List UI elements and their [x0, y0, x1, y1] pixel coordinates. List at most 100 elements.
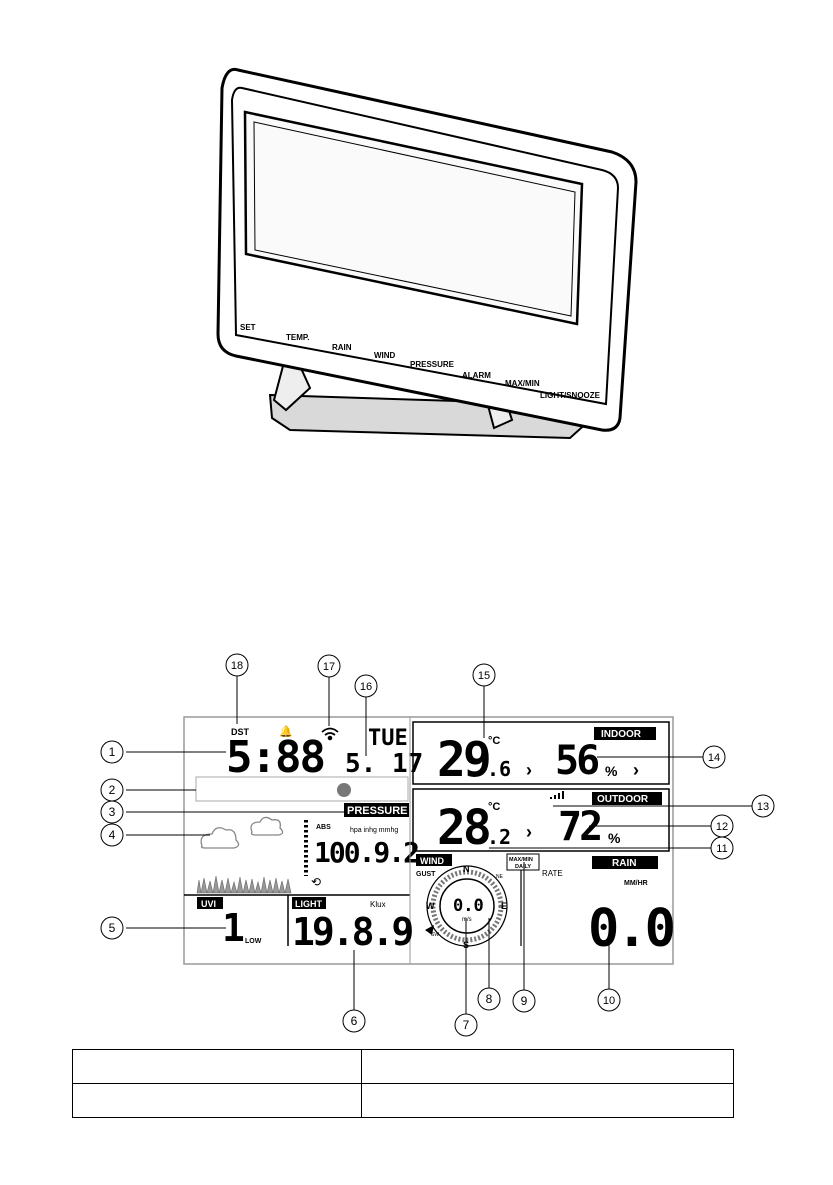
button-label-wind[interactable]: WIND: [374, 351, 396, 360]
table-cell: [361, 1083, 734, 1118]
leader-lines: [126, 676, 752, 1015]
table-row: [72, 1083, 734, 1118]
wifi-icon: [321, 727, 339, 741]
lcd-outline: [183, 716, 674, 965]
compass-west: W: [426, 901, 435, 911]
svg-text:8: 8: [486, 992, 493, 1006]
uvi-level: LOW: [245, 938, 262, 945]
outdoor-humidity-unit: %: [608, 830, 621, 846]
light-label: LIGHT: [295, 899, 322, 909]
station-illustration: SET TEMP. RAIN WIND PRESSURE ALARM MAX/M…: [100, 67, 775, 1037]
svg-text:18: 18: [231, 660, 243, 672]
callout-17: 17: [317, 654, 341, 678]
light-unit: Klux: [370, 900, 386, 909]
compass-east: E: [501, 901, 507, 911]
button-label-temp[interactable]: TEMP.: [286, 333, 309, 342]
outdoor-temp-decimal: .2: [487, 825, 511, 849]
svg-text:10: 10: [603, 995, 615, 1007]
cloud-icon: [200, 816, 284, 849]
outdoor-panel: [412, 788, 670, 852]
indoor-panel: [412, 721, 670, 785]
callout-14: 14: [702, 745, 726, 769]
svg-text:11: 11: [716, 843, 727, 855]
outdoor-temp-arrow: ›: [526, 822, 532, 842]
uvi-tag: [197, 897, 223, 909]
compass-north: N: [463, 864, 470, 874]
outdoor-label: OUTDOOR: [597, 794, 649, 805]
table-cell: [72, 1049, 362, 1084]
clock-time: 5:88: [226, 732, 324, 783]
rain-rate-label: RATE: [542, 869, 563, 878]
button-label-alarm[interactable]: ALARM: [462, 371, 491, 380]
daily-label: DAILY: [515, 864, 531, 870]
moon-icon: [337, 783, 351, 797]
button-label-lightsnooze[interactable]: LIGHT/SNOOZE: [540, 391, 601, 400]
table-cell: [72, 1083, 362, 1118]
outdoor-tag: [592, 792, 662, 805]
svg-text:13: 13: [757, 801, 769, 813]
button-label-set[interactable]: SET: [240, 323, 256, 332]
callout-15: 15: [472, 663, 496, 687]
callout-18: 18: [225, 653, 249, 677]
indoor-humidity-arrow: ›: [633, 760, 639, 780]
wind-speed-unit: m/s: [462, 917, 472, 923]
wind-tag: [416, 854, 452, 866]
alarm-bell-icon: 🔔: [279, 725, 293, 738]
indoor-label: INDOOR: [601, 729, 642, 740]
callout-16: 16: [354, 674, 378, 698]
button-label-pressure[interactable]: PRESSURE: [410, 360, 455, 369]
callout-2: 2: [100, 778, 124, 802]
uvi-label: UVI: [201, 899, 216, 909]
outdoor-temp-main: 28: [437, 800, 489, 856]
maxmin-daily-box: [506, 853, 540, 871]
svg-text:4: 4: [109, 828, 116, 842]
compass-northeast: NE: [496, 874, 504, 880]
indoor-tag: [594, 727, 656, 740]
indoor-humidity-unit: %: [605, 763, 618, 779]
light-tag: [292, 897, 326, 909]
indoor-temp-arrow: ›: [526, 760, 532, 780]
dst-indicator: DST: [231, 727, 250, 737]
svg-text:9: 9: [521, 994, 528, 1008]
legend-table: [72, 1049, 734, 1118]
pressure-label: PRESSURE: [347, 805, 408, 817]
rain-label: RAIN: [612, 858, 636, 869]
device-screen: [243, 110, 584, 326]
callout-3: 3: [100, 800, 124, 824]
maxmin-label: MAX/MIN: [509, 857, 533, 863]
callout-11: 11: [710, 836, 734, 860]
callout-9: 9: [512, 989, 536, 1013]
button-labels: SET TEMP. RAIN WIND PRESSURE ALARM MAX/M…: [240, 323, 601, 400]
callout-13: 13: [751, 794, 775, 818]
callout-7: 7: [454, 1013, 478, 1037]
callout-5: 5: [100, 916, 124, 940]
trend-arrow-icon: ⟲: [311, 875, 321, 889]
svg-text:7: 7: [463, 1018, 470, 1032]
signal-strength-icon: [550, 791, 564, 799]
svg-text:5: 5: [109, 921, 116, 935]
svg-text:1: 1: [109, 745, 116, 759]
svg-text:2: 2: [109, 783, 116, 797]
callout-4: 4: [100, 823, 124, 847]
weekday: TUE: [368, 726, 408, 751]
moon-phase-bar: [195, 776, 409, 802]
indoor-temp-main: 29: [437, 732, 489, 788]
light-value: 19.8.9: [292, 910, 412, 954]
date: 5. 17: [345, 749, 423, 779]
grass-icon: [196, 875, 292, 894]
button-label-maxmin[interactable]: MAX/MIN: [505, 379, 540, 388]
pressure-tag: [344, 803, 409, 817]
device-drawing: SET TEMP. RAIN WIND PRESSURE ALARM MAX/M…: [216, 67, 638, 440]
wind-speed: 0.0: [453, 896, 484, 916]
indoor-humidity: 56: [555, 738, 598, 784]
table-cell: [361, 1049, 734, 1084]
svg-text:17: 17: [323, 661, 335, 673]
callout-12: 12: [710, 814, 734, 838]
button-label-rain[interactable]: RAIN: [332, 343, 352, 352]
svg-text:16: 16: [360, 681, 372, 693]
table-row: [72, 1049, 734, 1084]
svg-text:14: 14: [708, 752, 720, 764]
gust-indicator: GUST: [416, 871, 436, 878]
wind-compass: [425, 865, 508, 947]
wind-direction-pointer-icon: [425, 925, 434, 935]
